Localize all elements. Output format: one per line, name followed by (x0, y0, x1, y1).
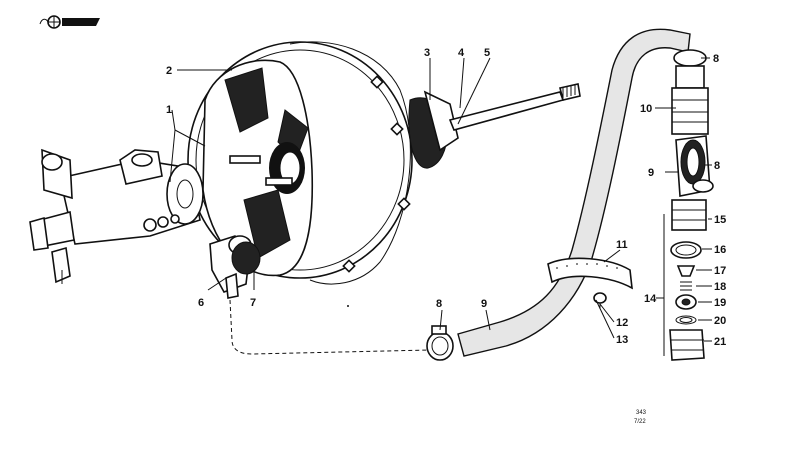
callout-4: 4 (458, 47, 465, 59)
callout-8-valve: 8 (714, 160, 720, 172)
master-cylinder (29, 148, 204, 284)
valve-components-stack (669, 199, 707, 361)
manufacturer-logo (39, 15, 100, 29)
callout-7: 7 (250, 297, 256, 309)
callout-5: 5 (484, 47, 490, 59)
grommet-small (593, 292, 607, 309)
callout-14: 14 (644, 293, 657, 305)
hose-clamp-lower (426, 325, 454, 361)
callout-3: 3 (424, 47, 430, 59)
diagram-date: 7/22 (634, 419, 646, 425)
valve-housing (675, 135, 714, 197)
stray-mark (347, 305, 349, 307)
callout-20: 20 (714, 315, 726, 327)
callout-16: 16 (714, 244, 726, 256)
callout-6: 6 (198, 297, 204, 309)
callout-13: 13 (616, 334, 628, 346)
callout-labels: 1 2 3 4 5 6 7 8 9 8 10 9 8 11 12 13 14 1… (166, 47, 726, 348)
callout-8-clamp-upper: 8 (713, 53, 719, 65)
callout-1: 1 (166, 104, 172, 116)
callout-8-clamp-lower: 8 (436, 298, 442, 310)
leader-lines (169, 57, 712, 342)
callout-9-hose: 9 (481, 298, 487, 310)
callout-18: 18 (714, 281, 726, 293)
callout-10: 10 (640, 103, 652, 115)
diagram-code: 343 (636, 410, 647, 416)
callout-2: 2 (166, 65, 172, 77)
callout-17: 17 (714, 265, 726, 277)
callout-19: 19 (714, 297, 726, 309)
callout-11: 11 (616, 239, 628, 251)
vacuum-check-valve (209, 235, 261, 299)
callout-21: 21 (714, 336, 726, 348)
non-return-valve (671, 65, 709, 135)
callout-12: 12 (616, 317, 628, 329)
vacuum-hose (457, 28, 691, 357)
routing-guide-line (229, 299, 431, 355)
push-rod-assembly (408, 83, 581, 169)
callout-15: 15 (714, 214, 726, 226)
callout-9-valve: 9 (648, 167, 654, 179)
hose-band-clip (547, 257, 633, 290)
